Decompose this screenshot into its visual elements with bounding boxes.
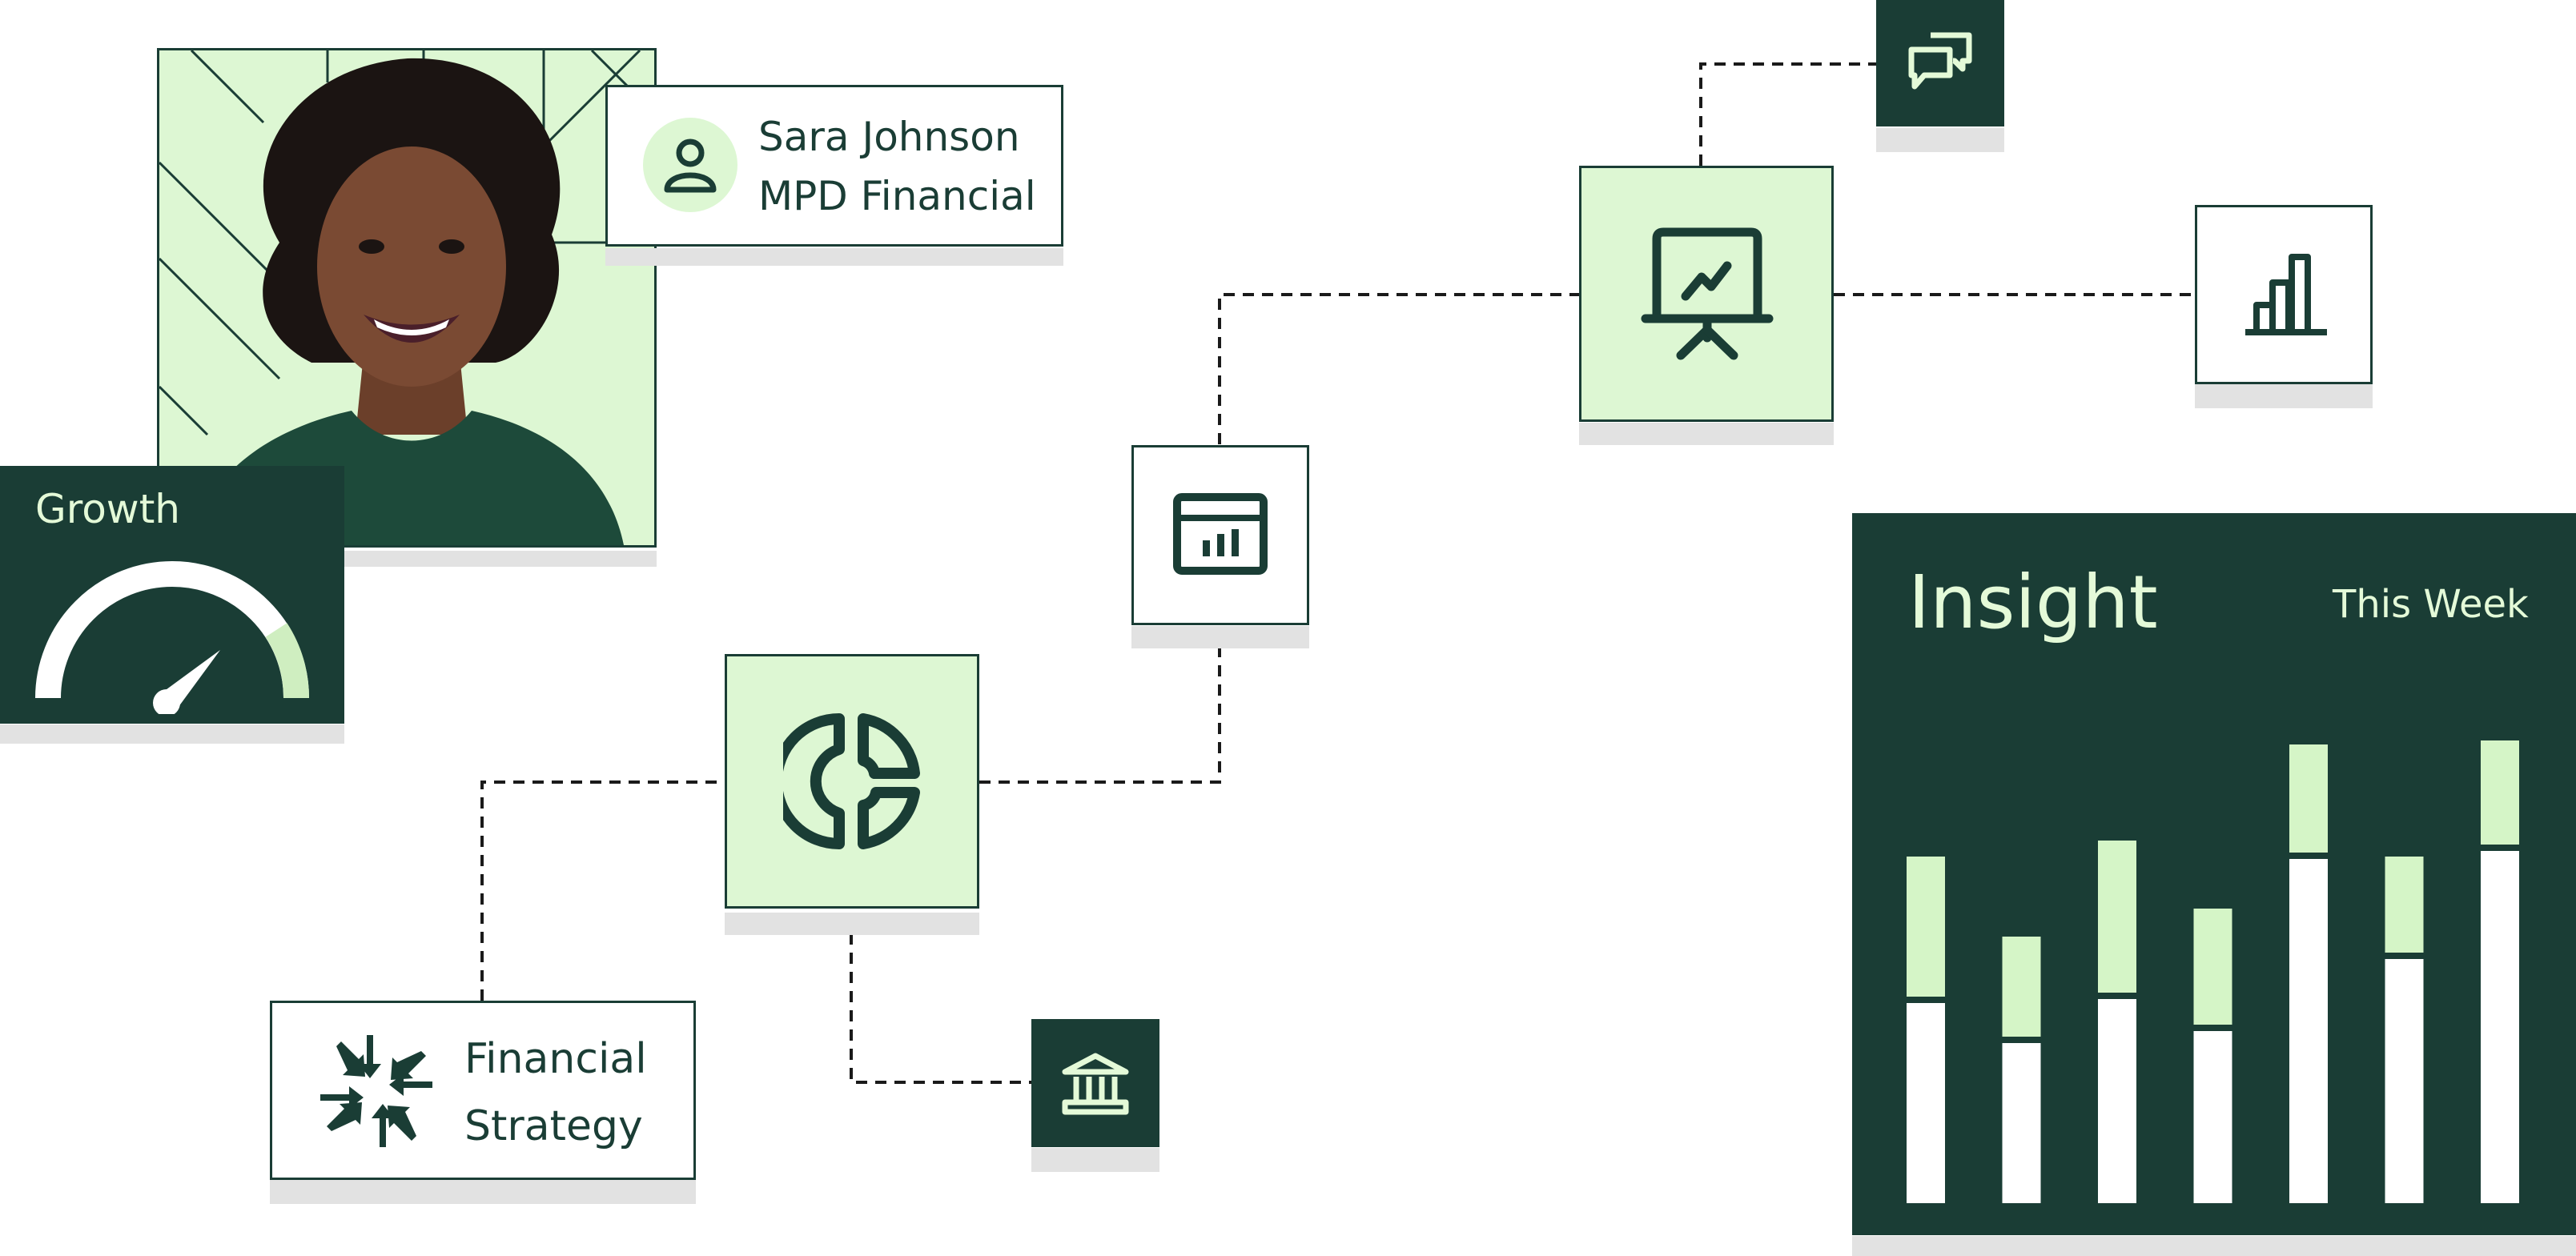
strategy-line1: Financial bbox=[464, 1035, 647, 1083]
bank-node-shadow bbox=[1031, 1148, 1159, 1172]
person-icon bbox=[664, 138, 717, 193]
strategy-card[interactable]: Financial Strategy bbox=[270, 1001, 696, 1180]
growth-card-shadow bbox=[0, 724, 344, 744]
starburst-arrows-icon bbox=[320, 1035, 432, 1147]
barchart-node[interactable] bbox=[2195, 205, 2373, 384]
barchart-node-shadow bbox=[2195, 384, 2373, 408]
bar-chart-icon bbox=[2245, 254, 2327, 335]
bar-base-5 bbox=[2289, 859, 2328, 1203]
dashboard-node-shadow bbox=[1131, 626, 1309, 648]
insight-panel-shadow bbox=[1852, 1236, 2576, 1256]
bar-top-1 bbox=[1907, 857, 1945, 997]
presentation-board-icon bbox=[1641, 227, 1774, 360]
bar-top-2 bbox=[2002, 937, 2041, 1037]
insight-period: This Week bbox=[2333, 582, 2529, 627]
portrait-photo bbox=[159, 50, 654, 545]
bar-base-3 bbox=[2098, 999, 2136, 1203]
bar-top-6 bbox=[2385, 857, 2424, 953]
dashboard-window-icon bbox=[1173, 493, 1268, 575]
presentation-node[interactable] bbox=[1579, 166, 1834, 422]
chat-node[interactable] bbox=[1876, 0, 2004, 126]
profile-company: MPD Financial bbox=[758, 173, 1036, 219]
chat-bubbles-icon bbox=[1908, 32, 1972, 90]
portrait-card bbox=[157, 48, 657, 548]
growth-card: Growth bbox=[0, 466, 344, 724]
bar-top-4 bbox=[2193, 909, 2232, 1025]
insight-bar-chart bbox=[1907, 740, 2519, 1203]
pie-node[interactable] bbox=[725, 654, 979, 909]
profile-card-shadow bbox=[605, 248, 1063, 266]
pie-chart-icon bbox=[783, 713, 920, 849]
bar-top-5 bbox=[2289, 744, 2328, 853]
bar-top-3 bbox=[2098, 841, 2136, 993]
bank-icon bbox=[1062, 1053, 1129, 1115]
presentation-node-shadow bbox=[1579, 423, 1834, 445]
bar-base-4 bbox=[2193, 1031, 2232, 1203]
strategy-line2: Strategy bbox=[464, 1102, 643, 1150]
bar-top-7 bbox=[2481, 740, 2519, 845]
growth-label: Growth bbox=[35, 486, 180, 532]
speedometer-gauge-icon bbox=[35, 561, 310, 714]
bank-node[interactable] bbox=[1031, 1019, 1159, 1147]
avatar bbox=[643, 118, 737, 212]
dashboard-node[interactable] bbox=[1131, 445, 1309, 625]
strategy-card-shadow bbox=[270, 1180, 696, 1204]
pie-node-shadow bbox=[725, 913, 979, 935]
profile-name: Sara Johnson bbox=[758, 114, 1020, 160]
chat-node-shadow bbox=[1876, 128, 2004, 152]
bar-base-2 bbox=[2002, 1043, 2041, 1203]
bar-base-1 bbox=[1907, 1003, 1945, 1203]
insight-panel: Insight This Week bbox=[1852, 513, 2576, 1235]
bar-base-6 bbox=[2385, 959, 2424, 1203]
insight-title: Insight bbox=[1908, 560, 2158, 645]
bar-base-7 bbox=[2481, 851, 2519, 1203]
profile-card[interactable]: Sara Johnson MPD Financial bbox=[605, 85, 1063, 247]
